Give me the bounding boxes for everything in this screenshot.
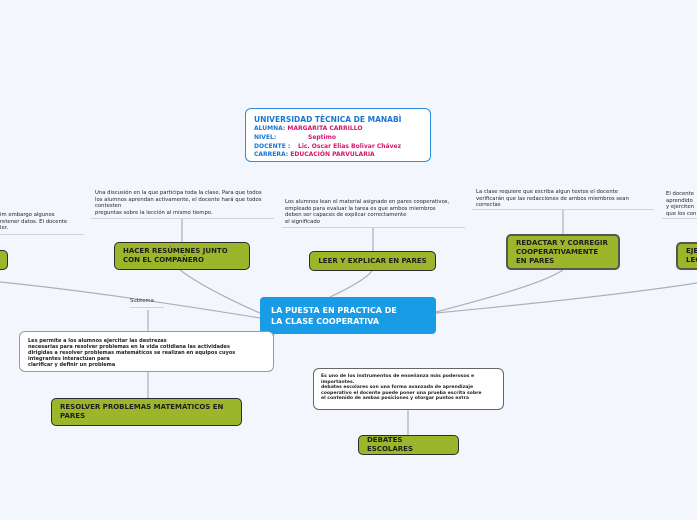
header-info-box: UNIVERSIDAD TÈCNICA DE MANABÌ ALUMNA: MA… — [245, 108, 431, 162]
divider — [662, 218, 697, 219]
header-row-career: CARRERA: EDUCACIÓN PARVULARIA — [254, 151, 375, 159]
node-hacer-resumenes[interactable]: HACER RESÚMENES JUNTO CON EL COMPAÑERO — [114, 242, 250, 270]
divider — [130, 307, 164, 308]
left-branch-node[interactable] — [0, 250, 8, 270]
divider — [472, 209, 654, 210]
divider — [0, 234, 84, 235]
redactar-note: La clase requiere que escriba algun text… — [476, 189, 629, 209]
header-row-teacher: DOCENTE :Lic. Oscar Elias Bolivar Chávez — [254, 142, 402, 150]
left-branch-note: im embargo algunos retener datos. El doc… — [0, 212, 68, 232]
resolver-note-box: Les permite a los alumnos ejercitar las … — [19, 331, 274, 372]
subtema-label: Subtema — [130, 298, 154, 304]
node-leer-explicar[interactable]: LEER Y EXPLICAR EN PARES — [309, 251, 436, 271]
university-name: UNIVERSIDAD TÈCNICA DE MANABÌ — [254, 115, 402, 124]
node-redactar-corregir[interactable]: REDACTAR Y CORREGIR COOPERATIVAMENTE EN … — [506, 234, 620, 270]
divider — [91, 218, 274, 219]
node-debates-escolares[interactable]: DEBATES ESCOLARES — [358, 435, 459, 455]
debates-note-box: Es uno de los instrumentos de enseñanza … — [313, 368, 504, 410]
divider — [282, 227, 465, 228]
header-row-level: NIVEL:Septimo — [254, 133, 336, 141]
hacer-note: Una discusión en la que participa toda l… — [95, 190, 262, 216]
right-branch-note: El docente aprendido y ejerciten que los… — [666, 191, 697, 217]
leer-note: Los alumnos lean el material asignado en… — [285, 199, 450, 225]
header-row-student: ALUMNA: MARGARITA CARRILLO — [254, 125, 363, 132]
node-right-partial[interactable]: EJE LEC — [676, 242, 697, 270]
central-topic[interactable]: LA PUESTA EN PRACTICA DE LA CLASE COOPER… — [260, 297, 436, 334]
node-resolver-problemas[interactable]: RESOLVER PROBLEMAS MATEMÁTICOS EN PARES — [51, 398, 242, 426]
